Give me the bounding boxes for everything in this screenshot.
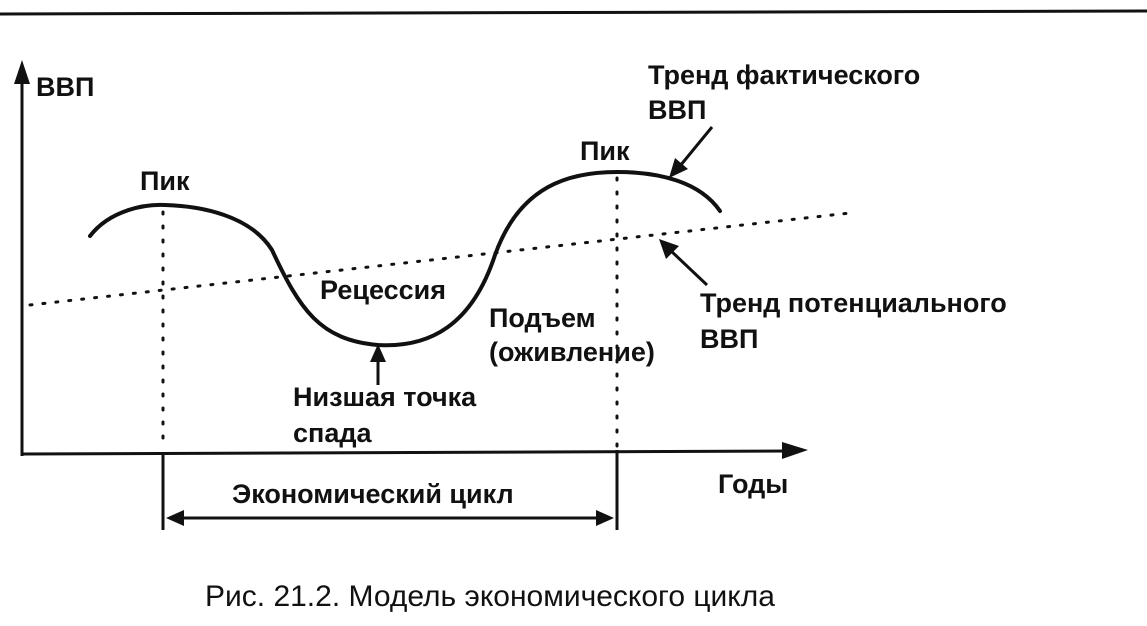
recovery-label-line1: Подъем	[489, 303, 596, 333]
x-axis	[21, 449, 791, 456]
cycle-arrow-right	[596, 510, 614, 526]
actual-trend-label-line1: Тренд фактического	[648, 60, 920, 90]
cycle-arrow-left	[166, 510, 184, 526]
potential-trend-label-line2: ВВП	[700, 324, 758, 354]
y-axis-arrow	[14, 60, 30, 84]
recovery-label-line2: (оживление)	[489, 337, 655, 367]
economic-cycle-label: Экономический цикл	[232, 479, 514, 509]
trough-arrow-head	[370, 344, 386, 362]
figure-caption: Рис. 21.2. Модель экономического цикла	[205, 580, 775, 613]
potential-trend-arrow-head	[659, 239, 679, 259]
potential-gdp-trend-line	[28, 211, 852, 307]
y-axis-label: ВВП	[36, 72, 94, 102]
x-axis-arrow	[782, 442, 808, 459]
actual-gdp-curve	[88, 169, 722, 348]
peak-left-label: Пик	[140, 166, 190, 196]
top-border-line	[0, 9, 1147, 16]
x-axis-label: Годы	[718, 469, 788, 499]
actual-trend-label-line2: ВВП	[648, 95, 706, 125]
trough-label-line1: Низшая точка	[293, 382, 477, 412]
peak-right-label: Пик	[580, 136, 630, 166]
recession-label: Рецессия	[320, 275, 446, 305]
potential-trend-arrow-line	[668, 248, 709, 287]
actual-trend-arrow-head	[669, 158, 688, 178]
trough-label-line2: спада	[293, 418, 372, 448]
potential-trend-label-line1: Тренд потенциального	[700, 288, 1007, 318]
actual-trend-arrow-line	[678, 126, 714, 167]
